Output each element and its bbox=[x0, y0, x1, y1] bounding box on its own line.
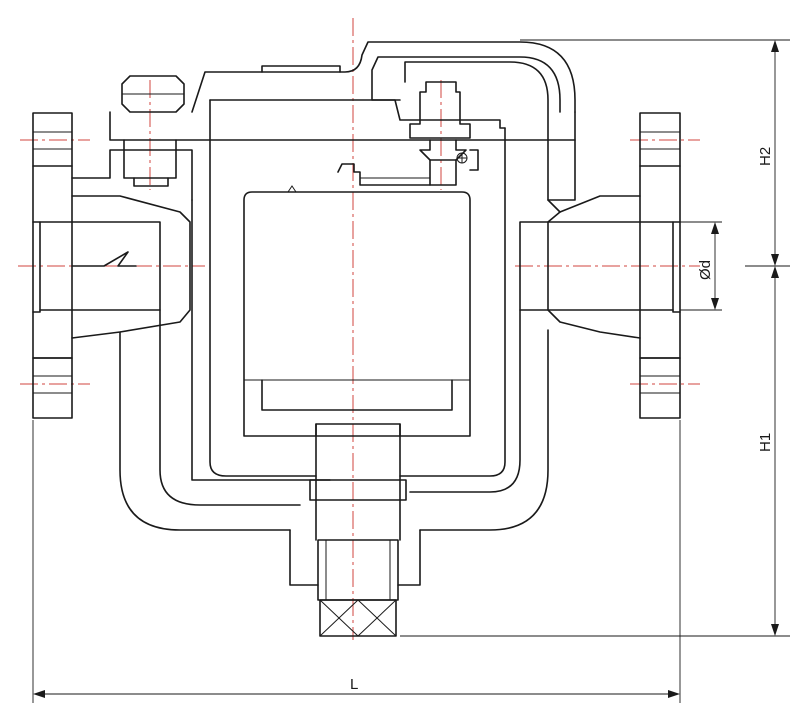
left-flange bbox=[32, 112, 73, 419]
dimension-diameter: Ød bbox=[680, 221, 722, 311]
trap-body bbox=[39, 99, 674, 586]
centerlines bbox=[18, 18, 700, 640]
dimension-L: L bbox=[32, 420, 681, 703]
dimension-label-H2: H2 bbox=[757, 147, 774, 166]
cover-bolt bbox=[121, 75, 185, 187]
right-flange bbox=[639, 112, 681, 419]
dimension-H1: H1 bbox=[400, 266, 790, 637]
dimension-label-L: L bbox=[350, 676, 358, 693]
bucket bbox=[243, 185, 471, 541]
dimension-label-diameter: Ød bbox=[697, 260, 714, 280]
drain-plug bbox=[317, 539, 399, 637]
dimension-H2: H2 bbox=[520, 39, 790, 267]
flow-arrow-icon bbox=[71, 251, 137, 267]
trap-cover bbox=[109, 41, 576, 213]
valve-assembly bbox=[337, 81, 479, 186]
dimension-label-H1: H1 bbox=[757, 433, 774, 452]
